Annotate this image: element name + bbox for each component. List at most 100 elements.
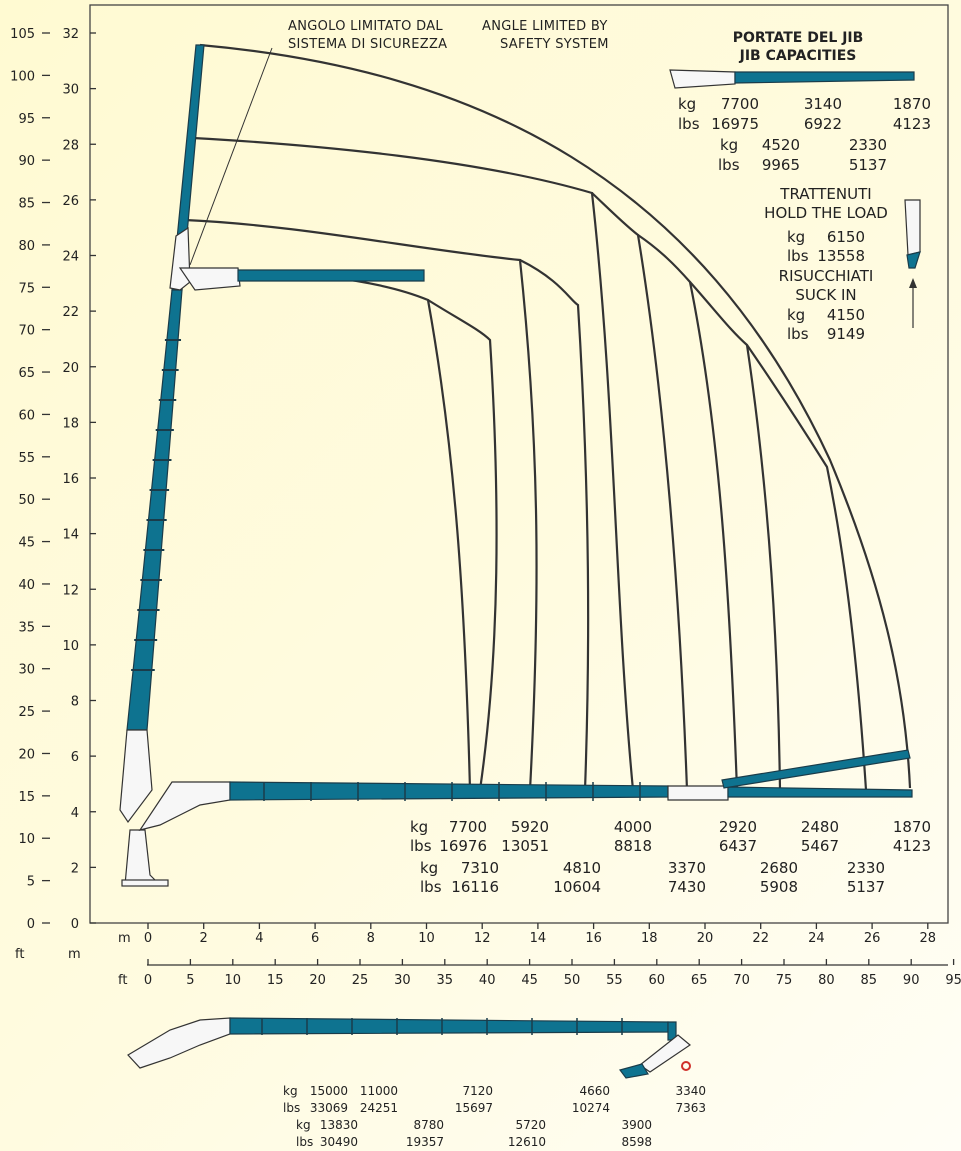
ft-bottom-tick-label: 40 — [479, 973, 496, 988]
m-unit-bottom-label: m — [118, 931, 131, 946]
vertical-boom — [119, 44, 425, 887]
m-bottom-tick-label: 18 — [641, 931, 658, 946]
main-row1-kg-value: 7700 — [449, 818, 487, 836]
suck-kg: 4150 — [827, 306, 865, 324]
ft-tick-label: 100 — [10, 69, 35, 84]
ft-bottom-tick-label: 90 — [903, 973, 920, 988]
main-row2-lbs-value: 5908 — [760, 878, 798, 896]
jib-row2-lbs-label: lbs — [718, 156, 740, 174]
m-tick-label: 2 — [71, 861, 79, 876]
range-curve-2 — [192, 136, 635, 791]
bottom-row1-lbs-value: 7363 — [675, 1101, 706, 1115]
m-tick-label: 28 — [62, 138, 79, 153]
jib-row2-lbs-1: 5137 — [849, 156, 887, 174]
m-bottom-tick-label: 16 — [585, 931, 602, 946]
bottom-row1-lbs-value: 15697 — [455, 1101, 493, 1115]
ft-tick-label: 60 — [18, 408, 35, 423]
ft-bottom-tick-label: 15 — [267, 973, 284, 988]
main-row1-lbs-value: 16976 — [439, 837, 487, 855]
bottom-row2-lbs-value: 12610 — [508, 1135, 546, 1149]
main-row1-kg-value: 4000 — [614, 818, 652, 836]
bottom-row2-lbs-label: lbs — [296, 1135, 313, 1149]
angle-note-en-1: ANGLE LIMITED BY — [482, 19, 608, 34]
ft-unit-label: ft — [15, 947, 24, 962]
m-bottom-tick-label: 2 — [200, 931, 208, 946]
main-row1-kg-label: kg — [410, 818, 428, 836]
m-bottom-tick-label: 12 — [474, 931, 491, 946]
angle-note-en-2: SAFETY SYSTEM — [500, 37, 609, 52]
ft-tick-label: 55 — [18, 451, 35, 466]
ft-bottom-tick-label: 85 — [861, 973, 878, 988]
ft-bottom-tick-label: 20 — [309, 973, 326, 988]
ft-tick-label: 75 — [18, 281, 35, 296]
bottom-row1-lbs-label: lbs — [283, 1101, 300, 1115]
main-row2-lbs-value: 16116 — [451, 878, 499, 896]
m-tick-label: 24 — [62, 250, 79, 265]
main-row2-kg-value: 7310 — [461, 859, 499, 877]
m-bottom-tick-label: 26 — [864, 931, 881, 946]
main-row1-lbs-value: 5467 — [801, 837, 839, 855]
horizontal-boom-root — [138, 781, 231, 831]
m-tick-label: 10 — [62, 639, 79, 654]
crane-column — [124, 829, 162, 886]
hold-lbs: 13558 — [817, 247, 865, 265]
range-curve-6 — [519, 259, 590, 791]
top-jib-arm — [237, 269, 425, 282]
m-tick-label: 0 — [71, 917, 79, 932]
ft-tick-label: 0 — [27, 917, 35, 932]
main-row2-lbs-value: 5137 — [847, 878, 885, 896]
jib-title-it: PORTATE DEL JIB — [733, 30, 864, 46]
boom-base-joint — [119, 729, 153, 824]
m-tick-label: 14 — [62, 528, 79, 543]
angle-limit-line — [189, 47, 273, 266]
main-row2-kg-value: 4810 — [563, 859, 601, 877]
ft-bottom-tick-label: 5 — [186, 973, 194, 988]
bottom-row1-kg-label: kg — [283, 1084, 298, 1098]
ft-bottom-tick-label: 50 — [564, 973, 581, 988]
m-bottom-tick-label: 24 — [808, 931, 825, 946]
bottom-row2-kg-value: 5720 — [515, 1118, 546, 1132]
main-row1-lbs-value: 6437 — [719, 837, 757, 855]
jib-title-en: JIB CAPACITIES — [739, 48, 857, 64]
ft-tick-label: 15 — [18, 790, 35, 805]
ft-bottom-tick-label: 95 — [945, 973, 961, 988]
main-row1-kg-value: 1870 — [893, 818, 931, 836]
main-row2-lbs-value: 10604 — [553, 878, 601, 896]
jib-legend-icons — [669, 69, 921, 328]
range-curve-8 — [637, 234, 739, 791]
m-tick-label: 8 — [71, 695, 79, 710]
hold-kg: 6150 — [827, 228, 865, 246]
ft-tick-label: 45 — [18, 536, 35, 551]
hook-icon — [681, 1061, 691, 1071]
bottom-row1-lbs-value: 33069 — [310, 1101, 348, 1115]
m-bottom-tick-label: 8 — [367, 931, 375, 946]
m-tick-label: 30 — [62, 83, 79, 98]
hold-title-en: HOLD THE LOAD — [764, 204, 888, 222]
bottom-row1-lbs-value: 10274 — [572, 1101, 610, 1115]
ft-tick-label: 85 — [18, 197, 35, 212]
boom-main-section — [126, 289, 183, 731]
boom-jib-mount — [178, 267, 241, 291]
ft-axis: 1051009590858075706560555045403530252015… — [10, 27, 50, 932]
bottom-row2-lbs-value: 19357 — [406, 1135, 444, 1149]
ft-unit-bottom-label: ft — [118, 973, 127, 988]
bottom-crane-root — [127, 1017, 231, 1069]
range-curve-7 — [591, 192, 689, 791]
ft-tick-label: 20 — [18, 747, 35, 762]
jib-row2-kg-0: 4520 — [762, 136, 800, 154]
m-tick-label: 26 — [62, 194, 79, 209]
ft-bottom-tick-label: 10 — [225, 973, 242, 988]
main-row1-kg-value: 2480 — [801, 818, 839, 836]
m-bottom-tick-label: 4 — [255, 931, 263, 946]
suck-title-it: RISUCCHIATI — [779, 267, 874, 285]
ft-tick-label: 25 — [18, 705, 35, 720]
ft-bottom-tick-label: 30 — [394, 973, 411, 988]
raised-jib-arm — [721, 749, 911, 789]
main-row1-lbs-value: 13051 — [501, 837, 549, 855]
range-curve-4 — [189, 268, 472, 791]
main-row2-lbs-value: 7430 — [668, 878, 706, 896]
